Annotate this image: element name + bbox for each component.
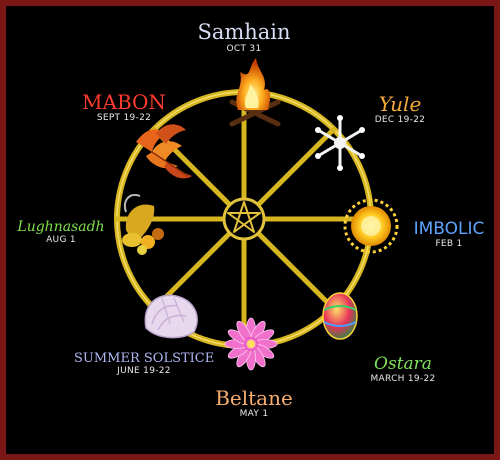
festival-name-lughnasadh: Lughnasadh (17, 219, 105, 235)
pentacle-hub-icon (222, 197, 266, 241)
festival-name-samhain: Samhain (197, 20, 291, 44)
festival-date-imbolc: FEB 1 (435, 239, 463, 249)
festival-label-ostara: Ostara MARCH 19-22 (358, 356, 448, 384)
festival-label-summer-solstice: SUMMER SOLSTICE JUNE 19-22 (74, 352, 214, 376)
wheel-of-the-year (114, 58, 399, 371)
autumn-leaves-icon (136, 124, 192, 179)
picture-frame: Samhain OCT 31 Yule DEC 19-22 IMBOLIC FE… (6, 6, 494, 454)
festival-date-samhain: OCT 31 (226, 44, 262, 54)
festival-label-beltane: Beltane MAY 1 (206, 388, 302, 419)
festival-label-mabon: MABON SEPT 19-22 (76, 92, 172, 123)
festival-name-ostara: Ostara (374, 354, 432, 374)
seashell-icon (144, 294, 198, 339)
festival-name-yule: Yule (378, 92, 422, 116)
festival-date-lughnasadh: AUG 1 (46, 235, 76, 245)
festival-name-summer-solstice: SUMMER SOLSTICE (74, 351, 215, 366)
cornucopia-icon (122, 194, 164, 255)
festival-date-mabon: SEPT 19-22 (96, 113, 152, 123)
festival-label-yule: Yule DEC 19-22 (360, 94, 440, 125)
flower-icon (224, 317, 278, 371)
snowflake-icon (315, 115, 365, 171)
festival-date-beltane: MAY 1 (239, 409, 269, 419)
festival-date-summer-solstice: JUNE 19-22 (117, 366, 171, 376)
sun-icon (343, 198, 399, 254)
festival-date-ostara: MARCH 19-22 (370, 374, 436, 384)
bonfire-icon (229, 58, 281, 127)
festival-name-beltane: Beltane (215, 386, 293, 410)
painted-egg-icon (322, 292, 358, 340)
festival-date-yule: DEC 19-22 (374, 115, 426, 125)
festival-label-samhain: Samhain OCT 31 (192, 22, 296, 54)
festival-label-imbolc: IMBOLIC FEB 1 (406, 221, 492, 249)
festival-name-mabon: MABON (82, 90, 166, 114)
festival-name-imbolc: IMBOLIC (413, 219, 485, 239)
festival-label-lughnasadh: Lughnasadh AUG 1 (8, 220, 114, 245)
